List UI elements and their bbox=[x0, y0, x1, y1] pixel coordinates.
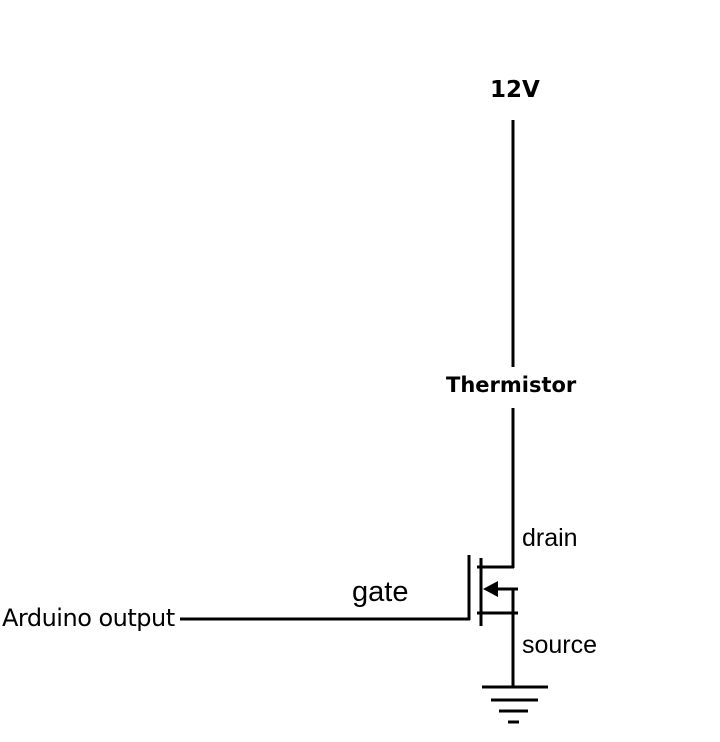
arduino-output-label: Arduino output bbox=[2, 604, 175, 632]
ground-icon bbox=[482, 685, 548, 724]
mosfet-arrow-icon bbox=[483, 581, 498, 597]
supply-voltage-label: 12V bbox=[490, 77, 540, 103]
drain-label: drain bbox=[522, 524, 578, 552]
thermistor-label: Thermistor bbox=[446, 373, 577, 397]
source-label: source bbox=[522, 631, 598, 659]
mosfet-symbol bbox=[467, 555, 518, 626]
gate-label: gate bbox=[352, 576, 409, 608]
